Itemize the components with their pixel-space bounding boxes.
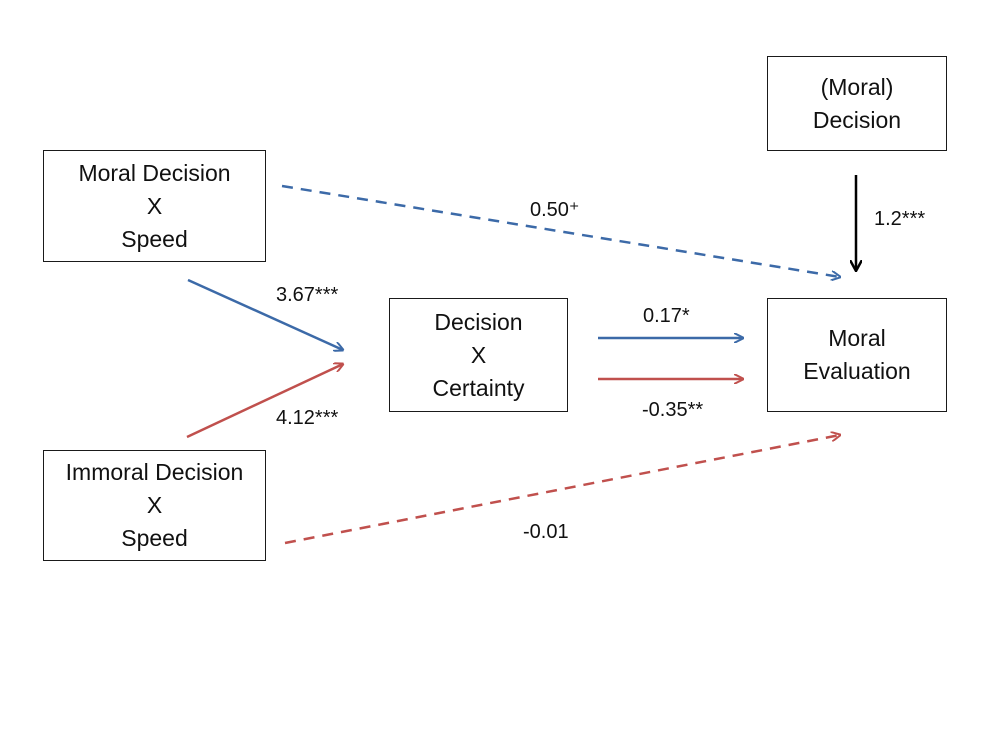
box-label: Speed bbox=[121, 525, 188, 551]
box-label: Certainty bbox=[432, 374, 525, 401]
box-label: Speed bbox=[121, 225, 188, 252]
coef-decision-to-evaluation: 1.2*** bbox=[874, 208, 926, 230]
coef-moral-speed-to-certainty: 3.67*** bbox=[276, 284, 339, 306]
box-label: Decision bbox=[434, 308, 523, 335]
box-label: X bbox=[470, 341, 487, 368]
box-label: X bbox=[146, 492, 163, 518]
box-label: Immoral Decision bbox=[65, 459, 244, 485]
box-decision-certainty: Decision X Certainty bbox=[389, 298, 568, 412]
box-label: Moral Decision bbox=[78, 159, 231, 186]
box-moral-decision-speed: Moral Decision X Speed bbox=[43, 150, 266, 262]
coef-immoral-speed-to-certainty: 4.12*** bbox=[276, 407, 339, 429]
box-immoral-decision-speed: Immoral Decision X Speed bbox=[43, 450, 266, 561]
box-label: (Moral) bbox=[820, 73, 894, 100]
box-label: X bbox=[146, 192, 163, 219]
box-label: Evaluation bbox=[803, 358, 911, 384]
box-label: Decision bbox=[812, 106, 902, 133]
box-moral-decision: (Moral) Decision bbox=[767, 56, 947, 151]
arrow-immoral-speed-to-certainty bbox=[186, 364, 343, 439]
box-label: Moral bbox=[828, 325, 886, 351]
coef-immoral-speed-to-evaluation: -0.01 bbox=[523, 521, 569, 543]
coef-moral-speed-to-evaluation: 0.50⁺ bbox=[530, 199, 580, 221]
arrow-moral-speed-to-certainty bbox=[187, 278, 343, 350]
box-moral-evaluation: Moral Evaluation bbox=[767, 298, 947, 412]
coef-certainty-to-evaluation-moral: 0.17* bbox=[643, 305, 690, 327]
coef-certainty-to-evaluation-immoral: -0.35** bbox=[642, 399, 704, 421]
